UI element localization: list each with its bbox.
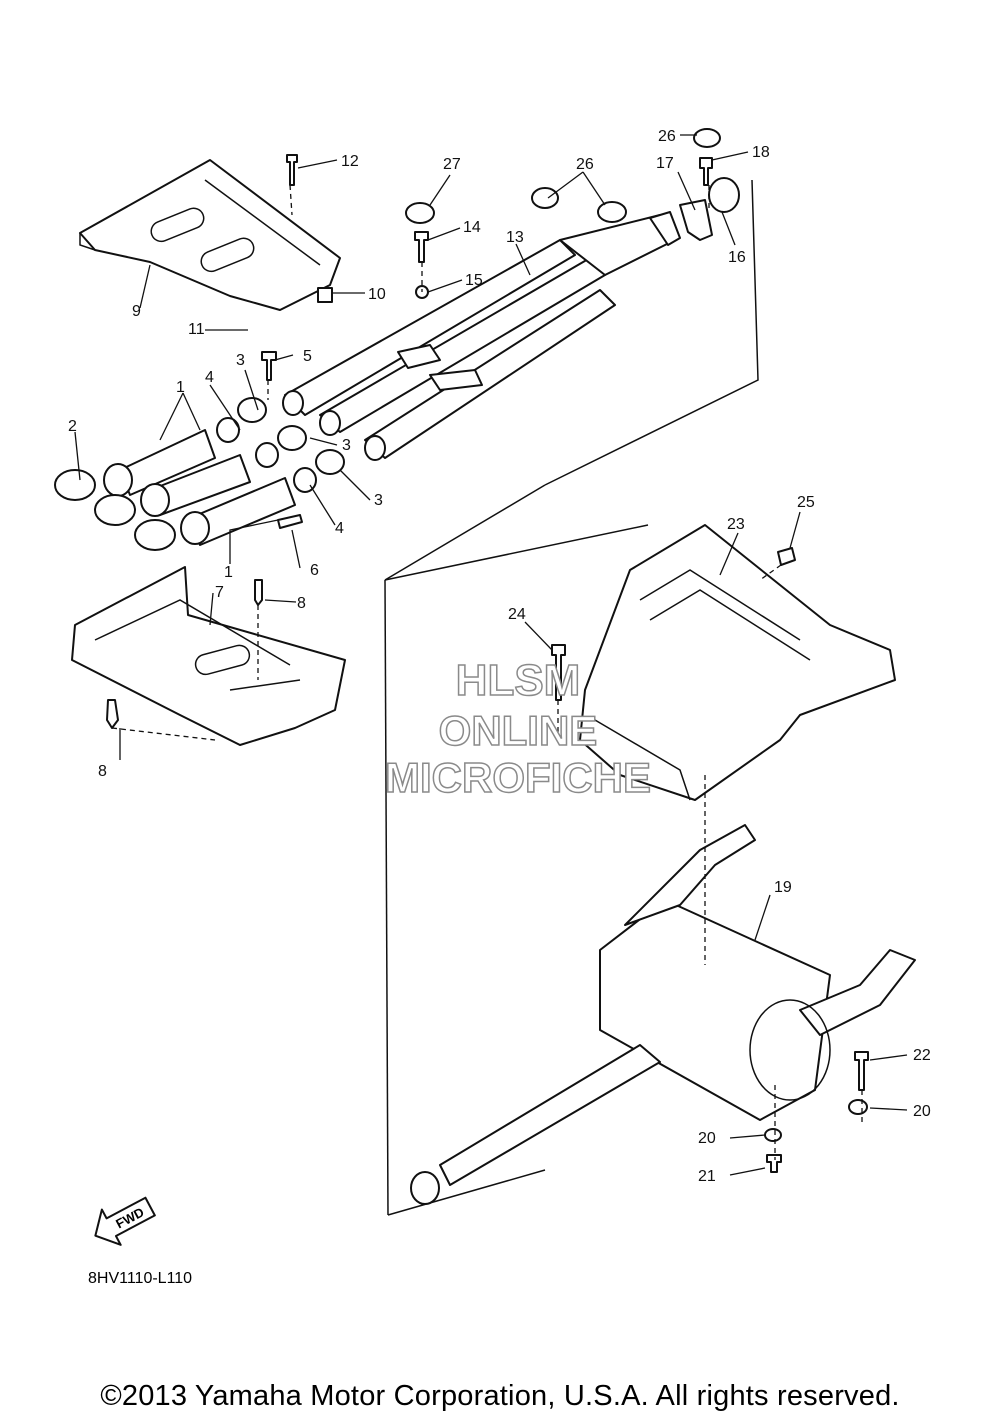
copyright-notice: ©2013 Yamaha Motor Corporation, U.S.A. A…: [100, 1380, 900, 1412]
callout-11: 11: [188, 321, 205, 338]
callout-8a: 8: [297, 595, 306, 612]
leader-lines: [74, 134, 908, 1176]
heat-shield-upper: [79, 159, 341, 311]
callout-5: 5: [303, 348, 312, 365]
fwd-arrow-icon: FWD: [94, 1196, 156, 1246]
muffler: [410, 824, 916, 1205]
callout-4b: 4: [335, 520, 344, 537]
callout-9: 9: [132, 303, 141, 320]
assembly-frame: [384, 179, 759, 1216]
flex-joints: [103, 429, 296, 546]
callout-17: 17: [656, 155, 674, 172]
callout-19: 19: [774, 879, 792, 896]
callout-12: 12: [341, 153, 359, 170]
callout-4a: 4: [205, 369, 214, 386]
callout-18: 18: [752, 144, 770, 161]
watermark-line-2: ONLINE: [439, 707, 598, 754]
callout-14: 14: [463, 219, 481, 236]
center-lines: [111, 184, 863, 1160]
callout-1a: 1: [176, 379, 185, 396]
callout-3a: 3: [236, 352, 245, 369]
callout-16: 16: [728, 249, 746, 266]
callout-13: 13: [506, 229, 524, 246]
heat-shield-lower: [71, 566, 346, 746]
exhaust-pipe: [282, 211, 681, 461]
clamps-and-seals: [216, 397, 345, 493]
callout-8b: 8: [98, 763, 107, 780]
callout-3c: 3: [374, 492, 383, 509]
callout-23: 23: [727, 516, 745, 533]
callout-2: 2: [68, 418, 77, 435]
callout-24: 24: [508, 606, 526, 623]
gaskets: [54, 469, 176, 551]
callout-7: 7: [215, 584, 224, 601]
watermark-line-3: MICROFICHE: [385, 754, 651, 801]
callout-25: 25: [797, 494, 815, 511]
callout-6: 6: [310, 562, 319, 579]
callout-22: 22: [913, 1047, 931, 1064]
callout-10: 10: [368, 286, 386, 303]
callout-21: 21: [698, 1168, 716, 1185]
callout-26a: 26: [576, 156, 594, 173]
callout-15: 15: [465, 272, 483, 289]
bracket-and-caps: [405, 128, 740, 241]
watermark-line-1: HLSM: [456, 656, 581, 705]
callout-3b: 3: [342, 437, 351, 454]
watermark: HLSM ONLINE MICROFICHE: [384, 655, 652, 802]
muffler-heat-shield: [579, 524, 896, 801]
callout-1b: 1: [224, 564, 233, 581]
diagram-code: 8HV1110-L110: [88, 1270, 193, 1287]
callout-27: 27: [443, 156, 461, 173]
callout-20b: 20: [698, 1130, 716, 1147]
callout-26b: 26: [658, 128, 676, 145]
callout-labels: 1 1 2 3 3 3 4 4 5 6 7 8 8 9 10 11 12 13 …: [68, 128, 931, 1185]
callout-20a: 20: [913, 1103, 931, 1120]
